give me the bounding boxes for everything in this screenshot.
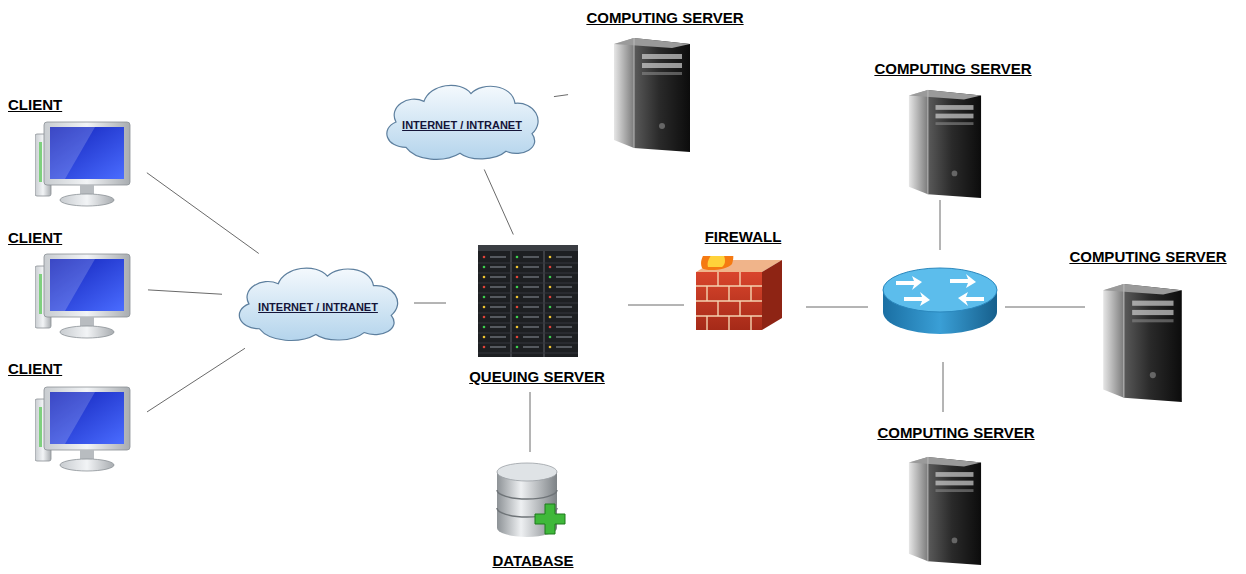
icon-part bbox=[950, 274, 976, 288]
icon-part bbox=[883, 268, 997, 312]
device-label: COMPUTING SERVER bbox=[877, 424, 1034, 442]
icon-part bbox=[958, 292, 984, 306]
device-label: CLIENT bbox=[8, 96, 62, 114]
device-node: CLIENT bbox=[8, 229, 142, 341]
device-label: DATABASE bbox=[492, 552, 573, 570]
icon-part bbox=[940, 200, 941, 250]
device-label: COMPUTING SERVER bbox=[874, 60, 1031, 78]
router-wire bbox=[806, 200, 1085, 412]
network-link bbox=[147, 348, 245, 412]
device-node: QUEUING SERVER bbox=[452, 240, 622, 386]
device-node: COMPUTING SERVER bbox=[860, 60, 1046, 202]
device-label: COMPUTING SERVER bbox=[586, 9, 743, 27]
device-label: COMPUTING SERVER bbox=[1069, 248, 1226, 266]
network-link bbox=[530, 392, 531, 452]
device-node: CLIENT bbox=[8, 96, 142, 208]
device-node: DATABASE bbox=[466, 458, 600, 570]
server-tower bbox=[614, 38, 690, 152]
cloud-outline bbox=[387, 85, 538, 159]
icon-part bbox=[943, 362, 944, 412]
network-label: INTERNET / INTRANET bbox=[402, 119, 522, 132]
device-node: COMPUTING SERVER bbox=[574, 9, 756, 155]
network-cloud: INTERNET / INTRANET bbox=[376, 74, 548, 164]
device-node: COMPUTING SERVER bbox=[864, 424, 1048, 570]
device-label: QUEUING SERVER bbox=[469, 368, 605, 386]
icon-part bbox=[1005, 307, 1085, 308]
database-cylinder bbox=[497, 463, 565, 537]
device-node: COMPUTING SERVER bbox=[1056, 248, 1240, 406]
icon-part bbox=[904, 292, 930, 306]
icon-part bbox=[806, 307, 868, 308]
network-link bbox=[148, 290, 222, 294]
client-monitor bbox=[35, 254, 130, 338]
network-cloud: INTERNET / INTRANET bbox=[228, 257, 408, 345]
rack-server bbox=[478, 245, 578, 357]
icon-part bbox=[896, 274, 984, 306]
network-link bbox=[147, 173, 259, 254]
server-tower bbox=[1103, 284, 1182, 402]
server-tower bbox=[909, 457, 981, 565]
icon-part bbox=[896, 276, 922, 290]
network-link bbox=[628, 305, 684, 306]
router-symbol bbox=[883, 268, 997, 334]
device-node: FIREWALL bbox=[690, 228, 796, 334]
network-label: INTERNET / INTRANET bbox=[258, 301, 378, 314]
device-node: CLIENT bbox=[8, 360, 142, 474]
device-label: FIREWALL bbox=[705, 228, 782, 246]
client-monitor bbox=[35, 387, 130, 471]
client-monitor bbox=[35, 122, 130, 206]
network-link bbox=[554, 95, 568, 97]
network-link bbox=[414, 303, 446, 304]
server-tower bbox=[909, 90, 981, 198]
cloud-outline bbox=[239, 268, 397, 340]
network-link bbox=[484, 169, 513, 234]
device-label: CLIENT bbox=[8, 360, 62, 378]
firewall-wall bbox=[696, 238, 782, 330]
device-label: CLIENT bbox=[8, 229, 62, 247]
